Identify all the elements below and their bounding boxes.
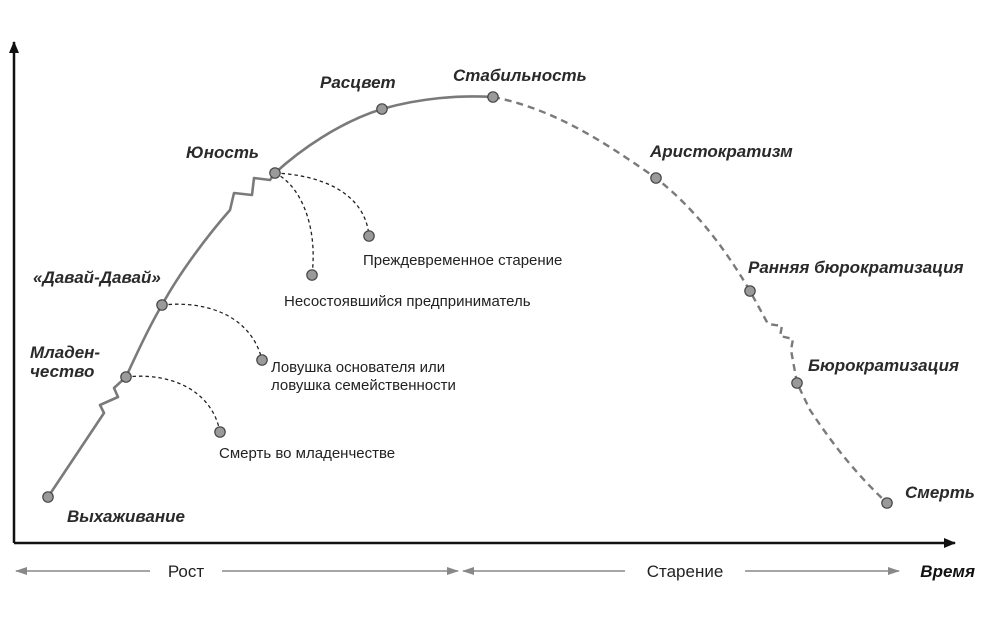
dot-founder-trap	[256, 354, 268, 366]
dot-stability	[487, 91, 499, 103]
branch-unfulfilled-entrepreneur	[274, 172, 314, 276]
dot-prime	[376, 103, 388, 115]
dot-death	[881, 497, 893, 509]
dot-adolescence	[269, 167, 281, 179]
label-founder-trap-line1: Ловушка основателя или	[271, 359, 445, 376]
label-aristocracy: Аристократизм	[649, 142, 793, 161]
growth-curve	[46, 95, 495, 499]
dot-go-go	[156, 299, 168, 311]
label-adolescence: Юность	[186, 143, 259, 162]
branch-infant-mortality	[125, 375, 221, 433]
label-unfulfilled-entrepreneur: Несостоявшийся предприниматель	[284, 293, 531, 310]
aging-curve	[492, 95, 888, 504]
dot-bureaucracy	[791, 377, 803, 389]
label-survival: Выхаживание	[67, 507, 185, 526]
label-founder-trap-line2: ловушка семейственности	[271, 377, 456, 394]
dot-premature-aging	[363, 230, 375, 242]
label-x-axis: Время	[920, 562, 975, 581]
branch-premature-aging	[274, 172, 370, 237]
dot-survival	[42, 491, 54, 503]
label-aging-phase: Старение	[647, 562, 724, 581]
label-growth-phase: Рост	[168, 562, 205, 581]
label-stability: Стабильность	[453, 66, 587, 85]
label-death: Смерть	[905, 483, 975, 502]
label-bureaucracy: Бюрократизация	[808, 356, 959, 375]
label-prime: Расцвет	[320, 73, 396, 92]
dot-aristocracy	[650, 172, 662, 184]
dot-infancy	[120, 371, 132, 383]
label-infancy-line2: чество	[30, 362, 94, 381]
label-infancy-line1: Младен-	[30, 343, 100, 362]
dot-early-bureaucracy	[744, 285, 756, 297]
dot-unfulfilled-entrepreneur	[306, 269, 318, 281]
branch-founder-trap	[161, 303, 263, 361]
dot-infant-mortality	[214, 426, 226, 438]
label-premature-aging: Преждевременное старение	[363, 252, 562, 269]
label-early-bureaucracy: Ранняя бюрократизация	[748, 258, 964, 277]
label-infant-mortality: Смерть во младенчестве	[219, 445, 395, 462]
label-go-go: «Давай-Давай»	[33, 268, 161, 287]
